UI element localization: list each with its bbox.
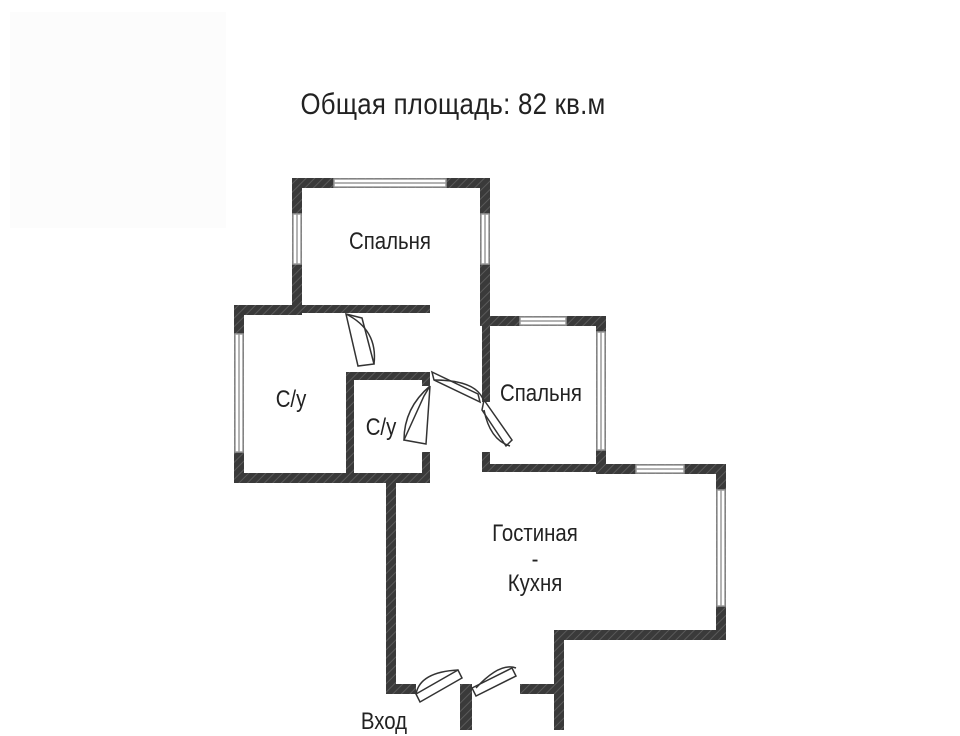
walls bbox=[234, 178, 726, 730]
wall-segment bbox=[234, 473, 430, 483]
wall-segment bbox=[422, 452, 430, 482]
door-bedroom-swing bbox=[481, 398, 513, 448]
wall-segment bbox=[346, 372, 430, 380]
wall-segment bbox=[386, 684, 416, 694]
room-label-living-line3: Кухня bbox=[507, 570, 563, 597]
door-bedroom-right bbox=[430, 370, 482, 404]
room-label-living-line1: Гостиная bbox=[492, 520, 578, 547]
windows bbox=[234, 178, 726, 607]
watermark-logo bbox=[10, 12, 226, 228]
wall-segment bbox=[554, 630, 564, 730]
door-entrance-right bbox=[470, 666, 518, 698]
wall-segment bbox=[520, 684, 560, 694]
wall-segment bbox=[460, 684, 472, 730]
wall-segment bbox=[482, 452, 490, 472]
plan-title: Общая площадь: 82 кв.м bbox=[300, 88, 606, 121]
door-entrance bbox=[415, 668, 463, 704]
wall-segment bbox=[346, 372, 354, 476]
doors bbox=[344, 312, 518, 704]
door-arc bbox=[403, 385, 431, 441]
wall-segment bbox=[482, 316, 490, 402]
room-label-bedroom-right: Спальня bbox=[500, 380, 582, 407]
wall-segment bbox=[554, 630, 726, 640]
wall-segment bbox=[234, 305, 302, 315]
door-arc bbox=[415, 669, 459, 695]
wall-segment bbox=[292, 305, 430, 313]
room-label-bathroom-left: С/у bbox=[275, 386, 307, 413]
room-label-entrance: Вход bbox=[360, 708, 408, 735]
room-label-living-line2: - bbox=[531, 546, 539, 573]
wall-segment bbox=[386, 476, 396, 692]
wall-segment bbox=[422, 372, 430, 386]
room-label-bathroom-small: С/у bbox=[365, 414, 397, 441]
door-arc bbox=[345, 313, 376, 365]
door-arc bbox=[483, 409, 511, 447]
door-arc bbox=[433, 379, 485, 403]
door-arc bbox=[475, 666, 517, 689]
door-bathroom-left bbox=[344, 312, 375, 367]
room-label-bedroom-top: Спальня bbox=[349, 228, 431, 255]
wall-segment bbox=[482, 464, 606, 472]
